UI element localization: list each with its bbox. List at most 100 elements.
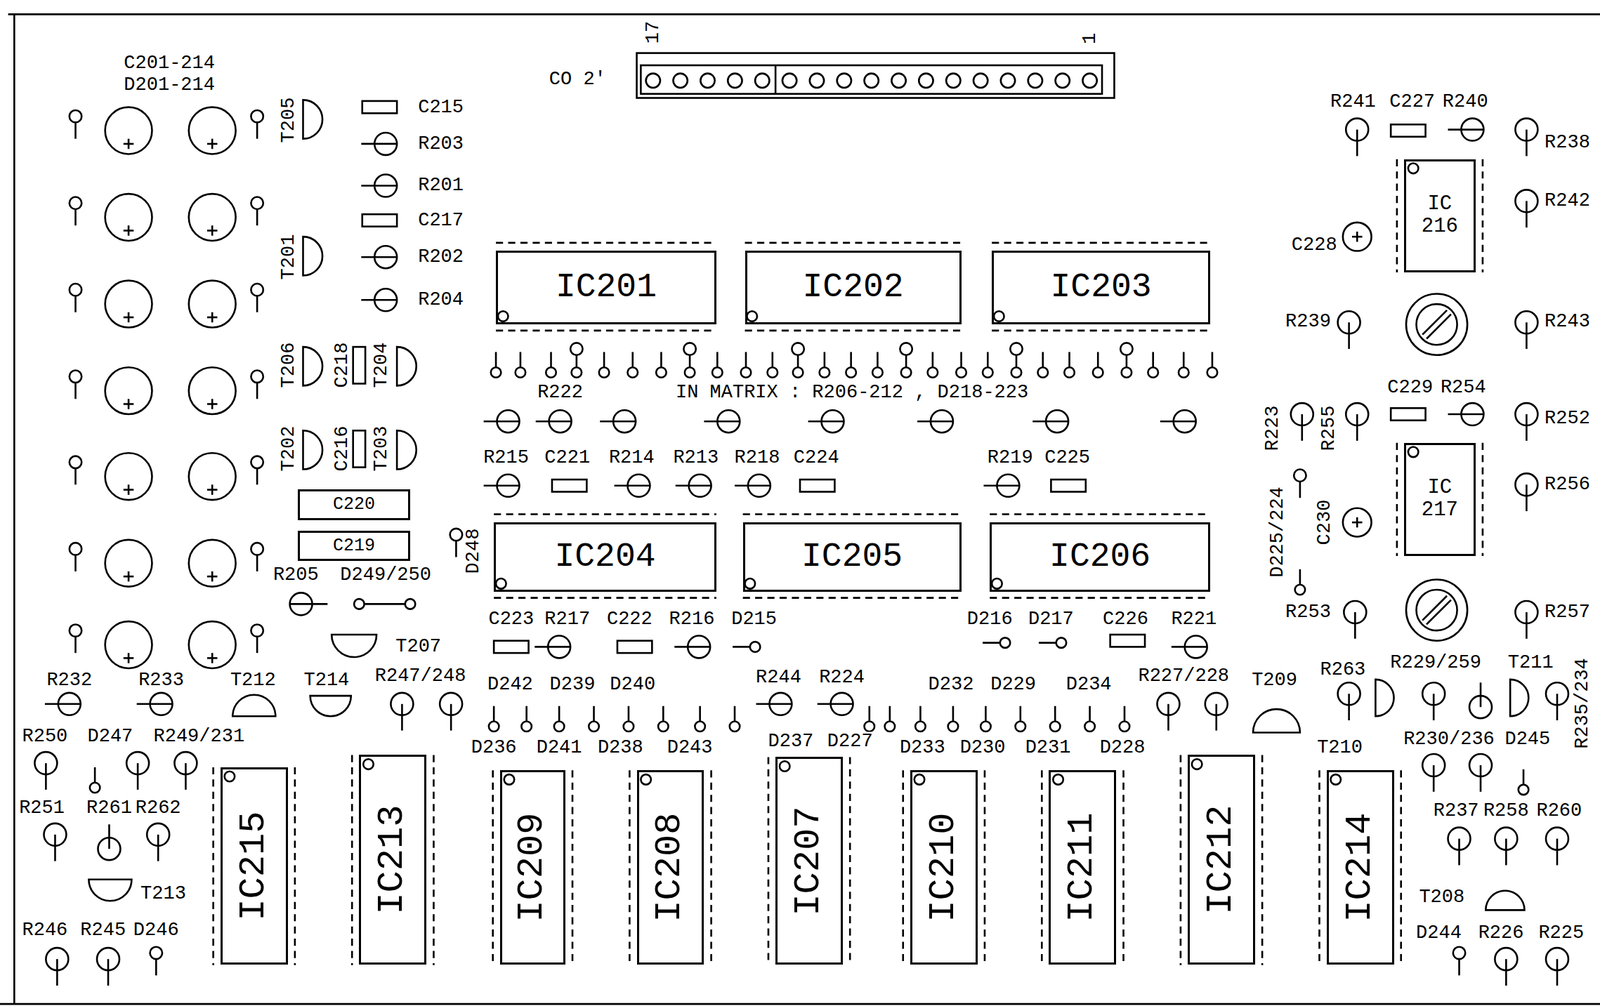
pin1-mark: [1330, 774, 1341, 786]
resistor-lead: [1432, 765, 1435, 793]
part-label: R241: [1330, 92, 1376, 112]
solder-pad: [69, 542, 82, 555]
transistor-symbol: [1253, 709, 1301, 733]
resistor-lead: [136, 703, 173, 706]
part-label: D249/250: [339, 566, 432, 586]
resistor-lead: [1300, 414, 1303, 442]
polarity-mark: [1356, 517, 1359, 529]
polarity-mark: [127, 139, 130, 150]
resistor-lead: [1458, 839, 1461, 867]
part-label: D244: [1415, 924, 1462, 944]
part-label: R251: [18, 798, 65, 818]
solder-pad: [1295, 585, 1306, 596]
socket-outline: [493, 513, 717, 516]
part-label: C216: [332, 426, 352, 472]
socket-outline: [984, 770, 987, 966]
pin1-mark: [1052, 774, 1064, 786]
ic-package: IC207: [775, 757, 843, 966]
socket-outline: [767, 757, 770, 966]
socket-outline: [495, 242, 717, 245]
part-label: R233: [138, 671, 185, 691]
part-label: D230: [960, 738, 1006, 758]
pin1-mark: [504, 774, 515, 786]
connector-pin: [1082, 73, 1097, 88]
connector-pin: [973, 73, 988, 88]
part-label: R253: [1285, 602, 1331, 622]
socket-outline: [745, 242, 962, 245]
resistor-lead: [1525, 200, 1528, 228]
socket-outline: [849, 757, 852, 966]
resistor-lead: [44, 703, 81, 706]
electrolytic-capacitor: [105, 540, 153, 588]
resistor-lead: [984, 484, 1020, 487]
socket-outline: [212, 767, 215, 966]
resistor-lead: [1356, 129, 1359, 157]
part-label: R258: [1483, 801, 1530, 821]
part-label: R261: [86, 798, 133, 818]
transistor-symbol: [396, 346, 417, 386]
part-designator: IC208: [650, 813, 691, 923]
part-label: R245: [80, 920, 126, 940]
solder-pad: [627, 367, 638, 378]
solder-pad: [545, 367, 557, 378]
part-label: T210: [1316, 738, 1363, 758]
solder-pad: [767, 367, 779, 378]
part-label: R215: [483, 448, 529, 468]
matrix-note: IN MATRIX : R206-212 , D218-223: [675, 383, 1029, 403]
ic-package: IC211: [1048, 770, 1117, 966]
part-designator: IC 217: [1421, 476, 1459, 522]
resistor-lead: [917, 420, 954, 423]
solder-pad: [69, 456, 82, 469]
part-label: C226: [1102, 609, 1149, 629]
part-label: D215: [731, 609, 777, 629]
solder-pad: [570, 342, 583, 355]
connector-pin: [918, 73, 933, 88]
solder-pad: [980, 722, 992, 733]
resistor-lead: [107, 959, 110, 987]
solder-pad: [948, 722, 959, 733]
part-designator: IC215: [233, 811, 274, 921]
solder-pad: [405, 599, 416, 610]
polarity-mark: [211, 312, 214, 324]
solder-pad: [571, 367, 583, 378]
board-outline: [13, 14, 16, 1005]
resistor-lead: [1525, 414, 1528, 442]
resistor-lead: [1032, 420, 1069, 423]
socket-outline: [991, 330, 1211, 333]
resistor-lead: [56, 959, 59, 987]
ic-package: IC213: [358, 755, 427, 966]
part-label: D234: [1066, 674, 1112, 694]
part-designator: IC202: [802, 269, 904, 307]
solder-pad: [683, 342, 696, 355]
part-label: D228: [1099, 738, 1146, 758]
electrolytic-capacitor: [188, 453, 236, 501]
resistor-lead: [184, 763, 187, 791]
solder-pad: [694, 722, 706, 733]
resistor-lead: [1347, 693, 1350, 721]
part-label: D240: [609, 674, 656, 694]
transistor-symbol: [302, 430, 323, 470]
resistor-lead: [1556, 693, 1559, 721]
part-label: T205: [279, 97, 299, 144]
capacitor-symbol: [1110, 634, 1145, 647]
part-label: C215: [417, 97, 464, 117]
part-label: D232: [928, 674, 975, 694]
resistor-lead: [817, 703, 854, 706]
polarity-mark: [127, 484, 130, 496]
part-label: C228: [1291, 235, 1338, 255]
electrolytic-capacitor: [188, 280, 236, 329]
part-label: R260: [1536, 801, 1582, 821]
part-label: C217: [417, 210, 464, 230]
solder-pad: [1121, 367, 1133, 378]
transistor-symbol: [88, 880, 132, 902]
connector-pin: [946, 73, 961, 88]
solder-pad: [250, 456, 263, 469]
part-designator: IC204: [554, 538, 656, 576]
transistor-symbol: [1485, 891, 1525, 911]
solder-pad: [791, 342, 804, 355]
resistor-lead: [674, 646, 711, 649]
pin-number: 1: [1080, 33, 1100, 45]
solder-pad: [712, 367, 723, 378]
resistor-lead: [1215, 704, 1218, 732]
solder-pad: [515, 367, 527, 378]
